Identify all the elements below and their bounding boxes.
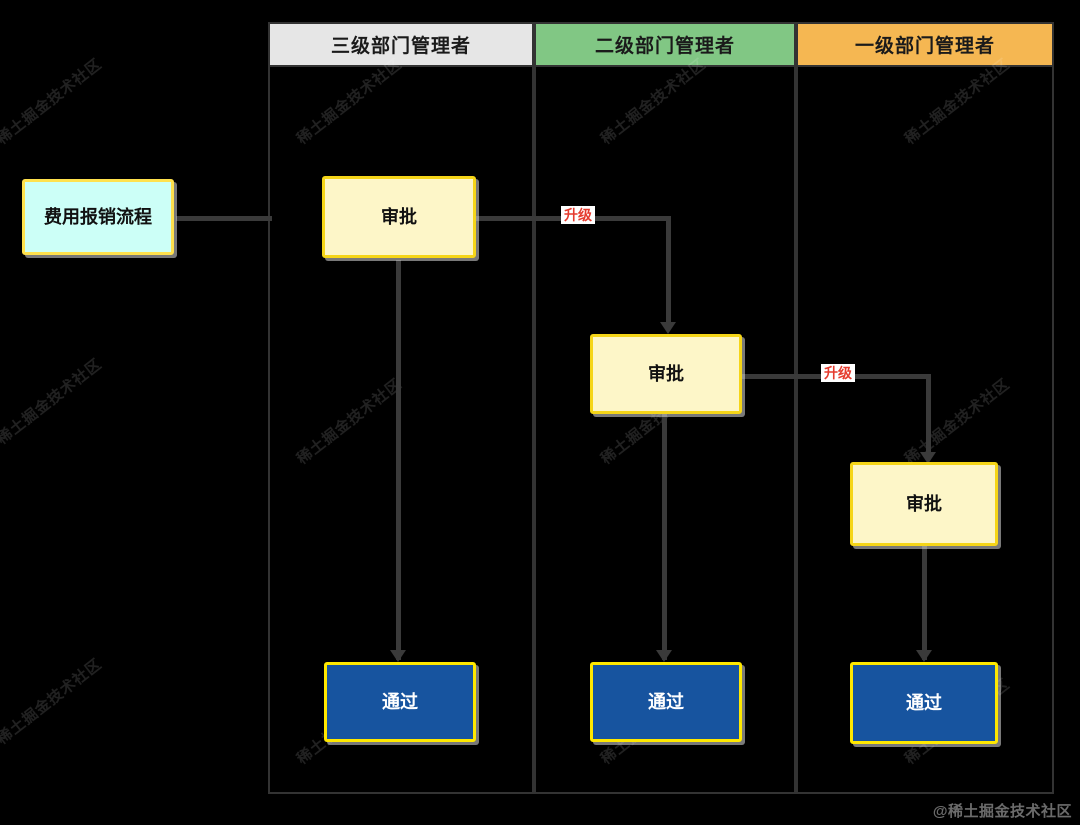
node-approve-level-three[interactable]: 审批 — [322, 176, 476, 258]
arrowhead-into-pass-l2 — [656, 650, 672, 662]
connector-escalate-l2-vertical — [926, 374, 931, 456]
swimlane-container: 三级部门管理者 二级部门管理者 一级部门管理者 — [268, 22, 1054, 794]
connector-escalate-l3-vertical — [666, 216, 671, 326]
edge-label-escalate-1: 升级 — [561, 206, 595, 225]
watermark-corner-credit: @稀土掘金技术社区 — [932, 803, 1072, 820]
node-approve-level-two[interactable]: 审批 — [590, 334, 742, 414]
swimlane-header-level-one: 一级部门管理者 — [798, 24, 1052, 67]
node-approve-level-one[interactable]: 审批 — [850, 462, 998, 546]
swimlane-level-two[interactable]: 二级部门管理者 — [534, 22, 796, 794]
connector-approve-l1-to-pass-l1 — [922, 546, 927, 660]
node-pass-level-two[interactable]: 通过 — [590, 662, 742, 742]
arrowhead-into-pass-l3 — [390, 650, 406, 662]
watermark-tile: 稀土掘金技术社区 — [0, 655, 106, 748]
swimlane-level-one[interactable]: 一级部门管理者 — [796, 22, 1054, 794]
node-pass-level-three[interactable]: 通过 — [324, 662, 476, 742]
node-start-expense-reimbursement[interactable]: 费用报销流程 — [22, 179, 174, 255]
arrowhead-into-approve-l1 — [920, 452, 936, 464]
arrowhead-into-pass-l1 — [916, 650, 932, 662]
connector-start-to-approve-l3 — [176, 216, 272, 221]
arrowhead-into-approve-l2 — [660, 322, 676, 334]
swimlane-header-level-three: 三级部门管理者 — [270, 24, 532, 67]
swimlane-level-three[interactable]: 三级部门管理者 — [268, 22, 534, 794]
node-pass-level-one[interactable]: 通过 — [850, 662, 998, 744]
connector-approve-l3-to-pass-l3 — [396, 260, 401, 660]
watermark-tile: 稀土掘金技术社区 — [0, 55, 106, 148]
connector-approve-l2-to-pass-l2 — [662, 414, 667, 660]
watermark-tile: 稀土掘金技术社区 — [0, 355, 106, 448]
edge-label-escalate-2: 升级 — [821, 364, 855, 383]
swimlane-header-level-two: 二级部门管理者 — [536, 24, 794, 67]
